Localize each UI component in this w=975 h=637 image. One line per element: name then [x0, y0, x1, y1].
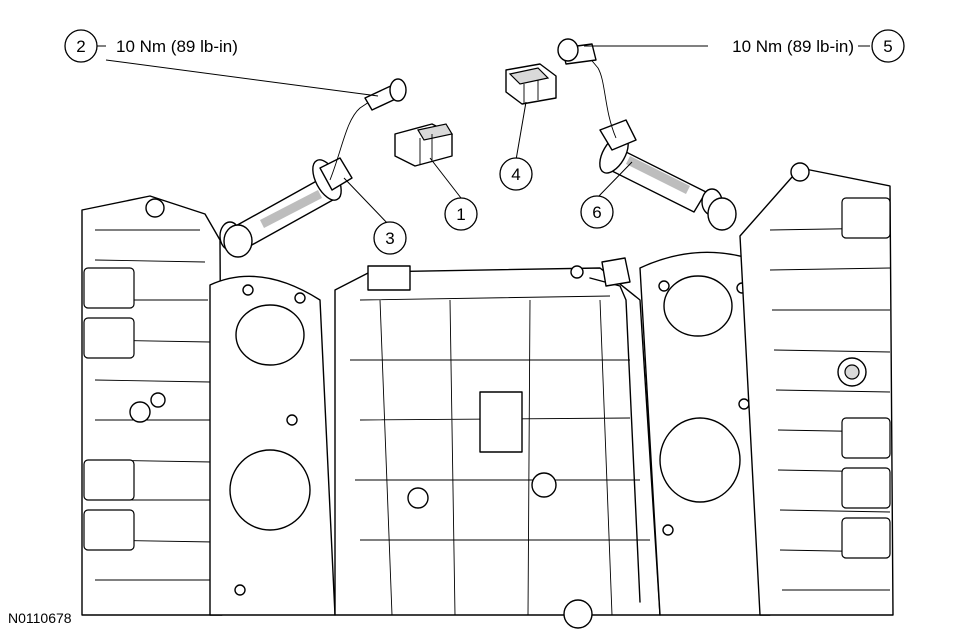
left-sensor-bolt	[364, 78, 407, 111]
engine-block	[81, 162, 894, 629]
right-sensor-bolt	[557, 38, 597, 65]
right-sensor-connector	[505, 63, 557, 105]
leader-2	[96, 45, 379, 97]
svg-text:6: 6	[592, 203, 601, 222]
callout-4: 4	[499, 157, 533, 191]
leader-3	[343, 177, 391, 227]
figure-id: N0110678	[8, 610, 72, 626]
callout-3: 3	[373, 221, 407, 255]
callout-2: 2 10 Nm (89 lb-in)	[64, 29, 238, 63]
torque-spec-5: 10 Nm (89 lb-in)	[732, 37, 854, 56]
callout-5: 5 10 Nm (89 lb-in)	[732, 29, 905, 63]
leader-1	[429, 157, 462, 199]
right-camshaft-sensor	[587, 55, 737, 231]
torque-spec-2: 10 Nm (89 lb-in)	[116, 37, 238, 56]
svg-text:5: 5	[883, 37, 892, 56]
svg-text:4: 4	[511, 165, 520, 184]
svg-text:3: 3	[385, 229, 394, 248]
left-camshaft-sensor	[219, 99, 373, 258]
leader-4	[515, 101, 527, 161]
svg-text:1: 1	[456, 205, 465, 224]
leader-6	[596, 161, 633, 199]
svg-text:2: 2	[76, 37, 85, 56]
callout-1: 1	[444, 197, 478, 231]
left-sensor-connector	[394, 123, 453, 167]
callout-6: 6	[580, 195, 614, 229]
leader-lines	[96, 45, 870, 227]
